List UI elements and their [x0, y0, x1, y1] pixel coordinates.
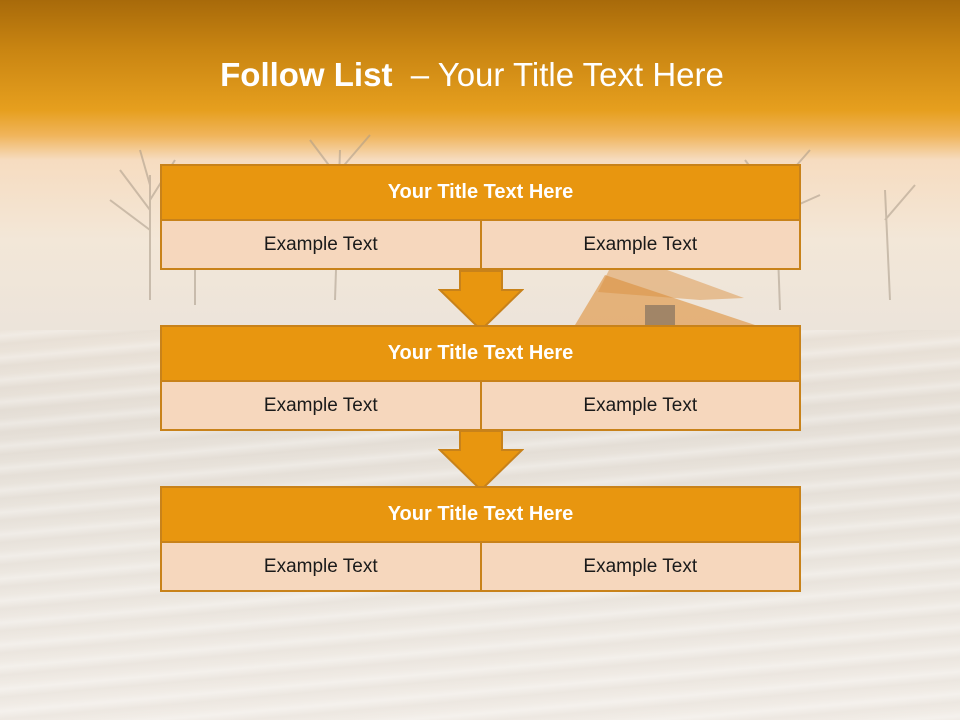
list-item: Your Title Text Here Example Text Exampl… [160, 486, 801, 592]
slide-title-rest: – Your Title Text Here [392, 56, 724, 93]
down-arrow-icon [438, 430, 524, 492]
list-item-right-text[interactable]: Example Text [479, 382, 800, 429]
list-item-left-text[interactable]: Example Text [263, 394, 378, 416]
list-item-title[interactable]: Your Title Text Here [162, 327, 799, 382]
list-item: Your Title Text Here Example Text Exampl… [160, 325, 801, 431]
list-item: Your Title Text Here Example Text Exampl… [160, 164, 801, 270]
slide-title-bold: Follow List [220, 56, 393, 93]
list-item-left-text[interactable]: Example Text [263, 233, 378, 255]
list-item-cells: Example Text Example Text [162, 382, 799, 429]
list-item-right-text[interactable]: Example Text [479, 221, 800, 268]
down-arrow-icon [438, 270, 524, 332]
list-item-cells: Example Text Example Text [162, 543, 799, 590]
slide-title: Follow List – Your Title Text Here [0, 52, 944, 98]
list-item-left-text[interactable]: Example Text [263, 555, 378, 577]
list-item-right-text[interactable]: Example Text [479, 543, 800, 590]
list-item-title[interactable]: Your Title Text Here [162, 166, 799, 221]
list-item-title[interactable]: Your Title Text Here [162, 488, 799, 543]
list-item-cells: Example Text Example Text [162, 221, 799, 268]
